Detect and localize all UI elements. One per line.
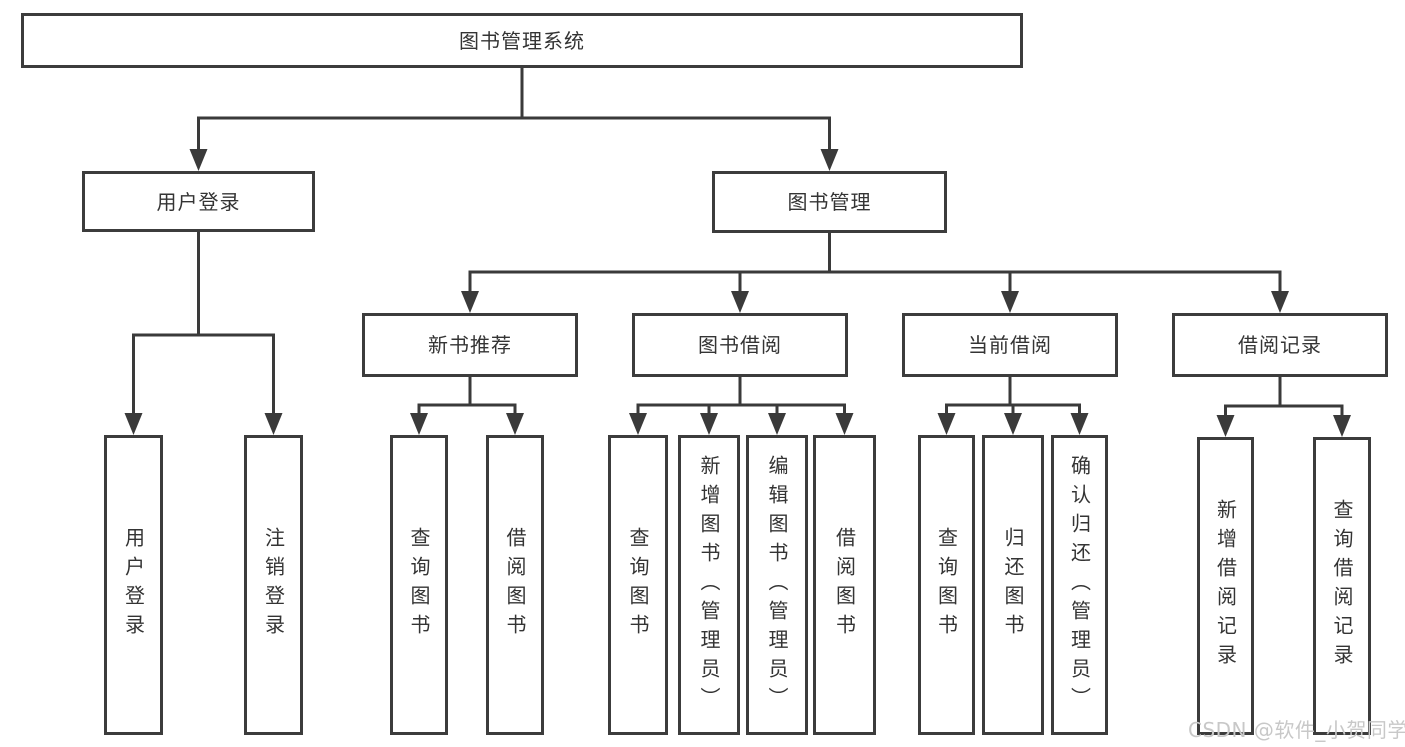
node-leaf-br-query: 查询借阅记录 — [1313, 437, 1371, 735]
node-leaf-bb-query: 查询图书 — [608, 435, 668, 735]
node-label-leaf-br-query: 查询借阅记录 — [1330, 499, 1354, 673]
arrowhead-icon — [1271, 291, 1289, 313]
arrowhead-icon — [820, 149, 839, 171]
node-label-leaf-bb-query: 查询图书 — [626, 527, 650, 643]
arrowhead-icon — [1001, 291, 1019, 313]
node-current-borrow: 当前借阅 — [902, 313, 1118, 377]
node-label-leaf-nbr-borrow: 借阅图书 — [503, 527, 527, 643]
node-leaf-cb-return: 归还图书 — [982, 435, 1044, 735]
arrowhead-icon — [937, 413, 956, 435]
arrowhead-icon — [835, 413, 854, 435]
node-label-leaf-br-add: 新增借阅记录 — [1213, 499, 1238, 673]
arrowhead-icon — [700, 413, 718, 435]
node-leaf-cb-confirm: 确认归还（管理员） — [1051, 435, 1108, 735]
node-label-user-login: 用户登录 — [156, 189, 241, 214]
node-label-leaf-bb-edit: 编辑图书（管理员） — [765, 454, 789, 716]
arrowhead-icon — [264, 413, 283, 435]
node-leaf-br-add: 新增借阅记录 — [1197, 437, 1254, 735]
node-label-current-borrow: 当前借阅 — [968, 333, 1052, 357]
arrowhead-icon — [731, 291, 749, 313]
arrowhead-icon — [189, 149, 208, 171]
node-label-leaf-login: 用户登录 — [121, 527, 146, 643]
node-leaf-bb-edit: 编辑图书（管理员） — [746, 435, 808, 735]
node-label-leaf-bb-borrow: 借阅图书 — [832, 527, 857, 643]
node-leaf-cb-query: 查询图书 — [918, 435, 975, 735]
node-label-leaf-logout: 注销登录 — [261, 527, 286, 643]
arrowhead-icon — [629, 413, 647, 435]
node-label-leaf-bb-add: 新增图书（管理员） — [697, 454, 721, 716]
node-borrow-records: 借阅记录 — [1172, 313, 1388, 377]
arrowhead-icon — [410, 413, 428, 435]
node-leaf-bb-add: 新增图书（管理员） — [678, 435, 740, 735]
node-label-leaf-cb-query: 查询图书 — [934, 527, 959, 643]
arrowhead-icon — [1070, 413, 1089, 435]
arrowhead-icon — [124, 413, 143, 435]
node-label-leaf-nbr-query: 查询图书 — [407, 527, 431, 643]
node-label-book-mgmt: 图书管理 — [787, 190, 872, 214]
node-user-login: 用户登录 — [82, 171, 315, 232]
watermark: CSDN @软件_小贺同学 — [1188, 718, 1405, 742]
node-new-book-rec: 新书推荐 — [362, 313, 578, 377]
node-leaf-bb-borrow: 借阅图书 — [813, 435, 876, 735]
node-book-mgmt: 图书管理 — [712, 171, 947, 233]
arrowhead-icon — [461, 291, 479, 313]
node-label-borrow-records: 借阅记录 — [1238, 333, 1322, 357]
arrowhead-icon — [1216, 415, 1235, 437]
node-leaf-nbr-borrow: 借阅图书 — [486, 435, 544, 735]
node-leaf-nbr-query: 查询图书 — [390, 435, 448, 735]
arrowhead-icon — [506, 413, 524, 435]
node-leaf-login: 用户登录 — [104, 435, 163, 735]
arrowhead-icon — [768, 413, 786, 435]
node-label-leaf-cb-return: 归还图书 — [1001, 527, 1025, 643]
arrowhead-icon — [1004, 413, 1022, 435]
node-root: 图书管理系统 — [21, 13, 1023, 68]
node-book-borrow: 图书借阅 — [632, 313, 848, 377]
node-label-root: 图书管理系统 — [459, 28, 585, 53]
arrowhead-icon — [1333, 415, 1351, 437]
node-label-new-book-rec: 新书推荐 — [428, 333, 512, 357]
node-leaf-logout: 注销登录 — [244, 435, 303, 735]
node-label-leaf-cb-confirm: 确认归还（管理员） — [1067, 454, 1092, 716]
node-label-book-borrow: 图书借阅 — [698, 333, 782, 357]
